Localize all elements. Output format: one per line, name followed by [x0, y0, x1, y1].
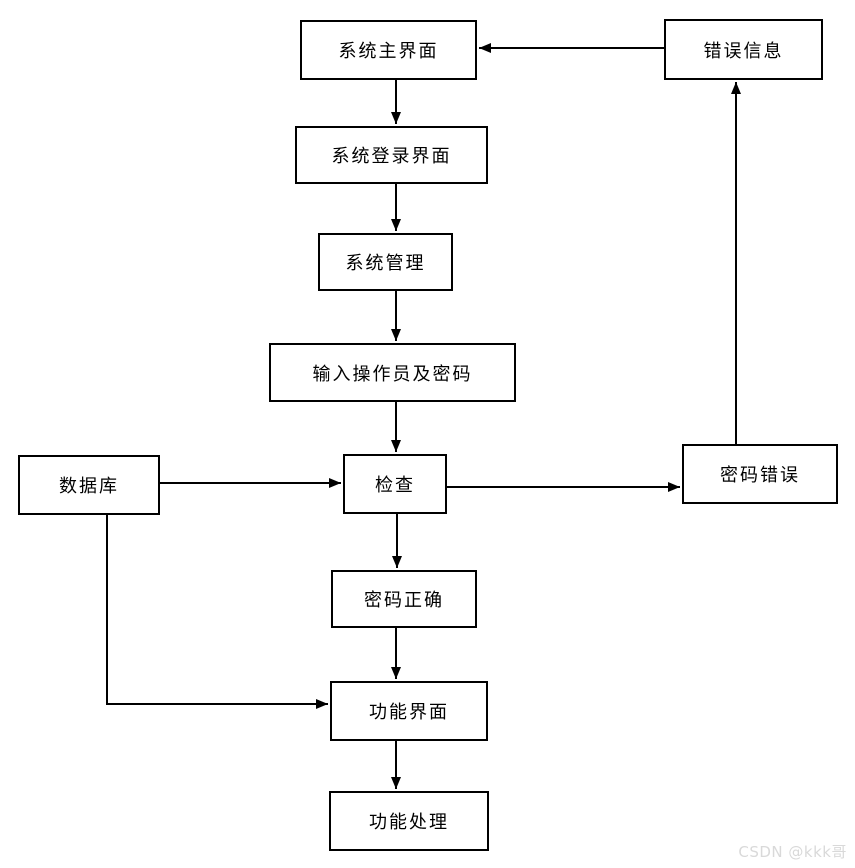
edge-db-to-funcui: [106, 515, 328, 709]
node-system-login: 系统登录界面: [295, 126, 488, 184]
node-error-info: 错误信息: [664, 19, 823, 80]
node-check: 检查: [343, 454, 447, 514]
node-system-manage: 系统管理: [318, 233, 453, 291]
node-database: 数据库: [18, 455, 160, 515]
node-password-correct: 密码正确: [331, 570, 477, 628]
node-system-main: 系统主界面: [300, 20, 477, 80]
node-input-operator-password: 输入操作员及密码: [269, 343, 516, 402]
node-password-error: 密码错误: [682, 444, 838, 504]
csdn-watermark: CSDN @kkk哥: [738, 843, 847, 861]
node-function-ui: 功能界面: [330, 681, 488, 741]
node-function-process: 功能处理: [329, 791, 489, 851]
